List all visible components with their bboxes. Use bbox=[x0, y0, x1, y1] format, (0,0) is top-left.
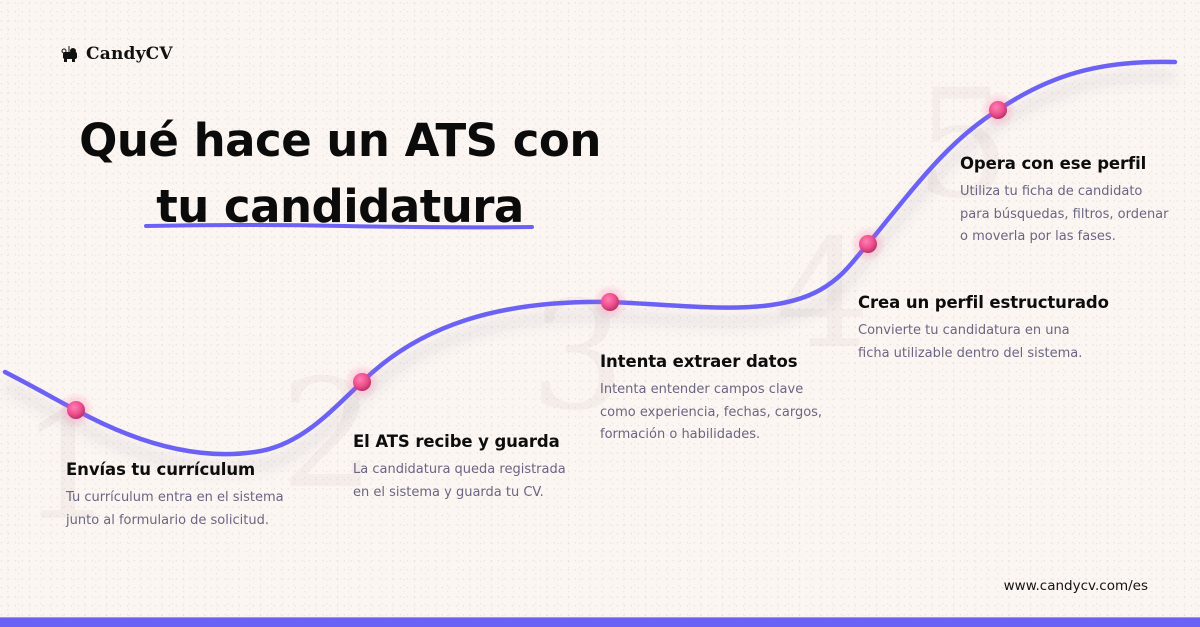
step-4: Crea un perfil estructurado Convierte tu… bbox=[858, 292, 1109, 365]
step-dot-2 bbox=[344, 364, 380, 400]
bottom-accent-bar bbox=[0, 617, 1200, 627]
step-2: El ATS recibe y guarda La candidatura qu… bbox=[353, 431, 566, 504]
title-line-1: Qué hace un ATS con bbox=[79, 114, 601, 167]
step-2-title: El ATS recibe y guarda bbox=[353, 432, 560, 451]
step-5-title: Opera con ese perfil bbox=[960, 154, 1147, 173]
step-3: Intenta extraer datos Intenta entender c… bbox=[600, 351, 822, 447]
title-underline bbox=[144, 223, 534, 230]
step-dot-5 bbox=[980, 92, 1016, 128]
brand-name: CandyCV bbox=[86, 44, 173, 64]
step-dot-1 bbox=[58, 392, 94, 428]
step-3-title: Intenta extraer datos bbox=[600, 352, 798, 371]
step-5: Opera con ese perfil Utiliza tu ficha de… bbox=[960, 153, 1169, 249]
step-1: Envías tu currículum Tu currículum entra… bbox=[66, 459, 284, 532]
candy-mascot-icon bbox=[61, 46, 77, 62]
brand-logo[interactable]: CandyCV bbox=[60, 44, 173, 64]
step-1-title: Envías tu currículum bbox=[66, 460, 256, 479]
website-link[interactable]: www.candycv.com/es bbox=[1003, 578, 1148, 594]
step-dot-3 bbox=[592, 284, 628, 320]
step-4-title: Crea un perfil estructurado bbox=[858, 293, 1109, 312]
step-dot-4 bbox=[850, 226, 886, 262]
